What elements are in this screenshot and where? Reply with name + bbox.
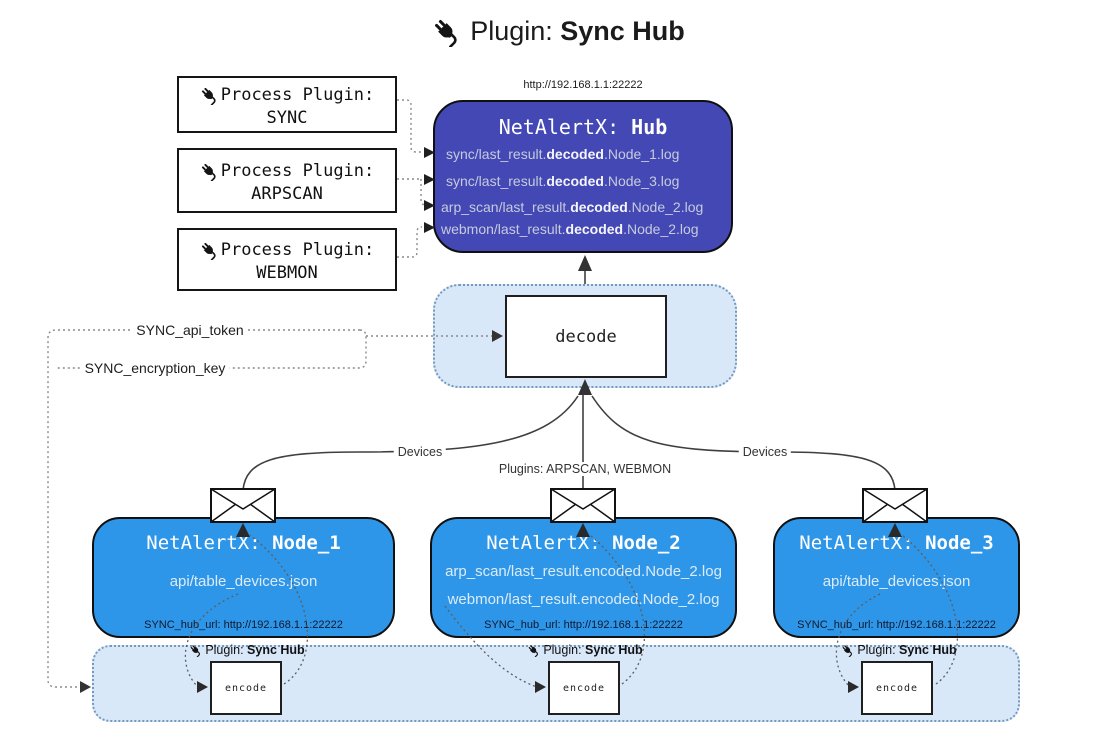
hub-log-line: arp_scan/last_result.decoded.Node_2.log (441, 199, 704, 215)
hub-box: NetAlertX: Hub sync/last_result.decoded.… (433, 100, 733, 253)
secret-arrowheads (80, 330, 503, 693)
decode-box: decode (505, 295, 667, 378)
plug-icon (200, 86, 219, 105)
process-plugin-box-arpscan: Process Plugin: ARPSCAN (177, 148, 397, 213)
encode-panel-label: Plugin: Sync Hub (841, 643, 957, 657)
node-title: NetAlertX: Node_1 (146, 532, 341, 554)
encode-box: encode (861, 661, 933, 715)
page-title-text: Plugin: Sync Hub (470, 16, 685, 46)
process-plugin-label: Process Plugin: (220, 161, 375, 181)
process-plugin-name: SYNC (266, 108, 308, 128)
hub-url-label: http://192.168.1.1:22222 (523, 79, 643, 91)
encode-box: encode (210, 661, 282, 715)
plug-icon (200, 241, 219, 260)
encode-panel-label: Plugin: Sync Hub (189, 643, 305, 657)
process-plugin-box-sync: Process Plugin: SYNC (177, 76, 397, 133)
plug-icon (189, 644, 202, 657)
devices-edge-label-right: Devices (738, 445, 792, 459)
node-box-node2: NetAlertX: Node_2 arp_scan/last_result.e… (430, 517, 737, 638)
process-plugin-label: Process Plugin: (220, 85, 375, 105)
hub-log-line: sync/last_result.decoded.Node_3.log (446, 173, 680, 189)
hub-log-line: sync/last_result.decoded.Node_1.log (446, 146, 680, 162)
process-plugin-label: Process Plugin: (220, 240, 375, 260)
plug-icon (200, 162, 219, 181)
node-hub-url: SYNC_hub_url: http://192.168.1.1:22222 (797, 619, 996, 631)
page-title: Plugin: Sync Hub (0, 16, 1117, 47)
node-box-node1: NetAlertX: Node_1 api/table_devices.json… (92, 517, 395, 638)
sync-api-token-label: SYNC_api_token (132, 322, 248, 338)
node-file-line: api/table_devices.json (169, 573, 318, 590)
node-title: NetAlertX: Node_3 (799, 532, 994, 554)
process-plugin-box-webmon: Process Plugin: WEBMON (177, 228, 397, 291)
plug-icon (432, 17, 462, 47)
plugin-dotted-lines (397, 99, 427, 258)
node-hub-url: SYNC_hub_url: http://192.168.1.1:22222 (144, 619, 343, 631)
node-file-line: api/table_devices.json (822, 573, 971, 590)
node-file-line: webmon/last_result.encoded.Node_2.log (447, 591, 720, 608)
node-title: NetAlertX: Node_2 (486, 532, 681, 554)
node-box-node3: NetAlertX: Node_3 api/table_devices.json… (773, 517, 1020, 638)
process-plugin-name: ARPSCAN (251, 184, 323, 204)
node-hub-url: SYNC_hub_url: http://192.168.1.1:22222 (484, 619, 683, 631)
plug-icon (841, 644, 854, 657)
process-plugin-name: WEBMON (256, 263, 318, 283)
hub-log-line: webmon/last_result.decoded.Node_2.log (441, 221, 699, 237)
encode-panel-label: Plugin: Sync Hub (527, 643, 643, 657)
node-file-line: arp_scan/last_result.encoded.Node_2.log (445, 563, 722, 580)
hub-title: NetAlertX: Hub (498, 115, 668, 139)
encode-box: encode (548, 661, 620, 715)
devices-edge-label-left: Devices (393, 445, 447, 459)
plugins-edge-label: Plugins: ARPSCAN, WEBMON (494, 462, 676, 476)
plug-icon (527, 644, 540, 657)
sync-encryption-key-label: SYNC_encryption_key (80, 360, 230, 376)
